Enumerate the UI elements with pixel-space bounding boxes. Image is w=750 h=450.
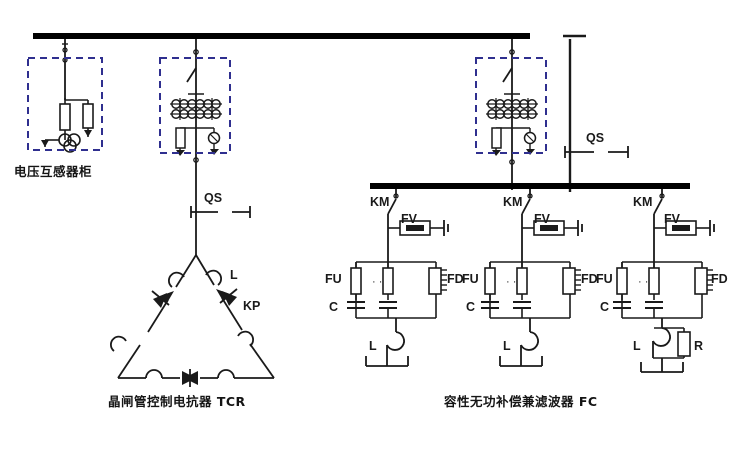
label-fu-2: FU [462, 272, 479, 286]
label-l-3: L [633, 339, 641, 353]
label-tcr-kp: KP [243, 299, 261, 313]
tcr-disconnector-qs [190, 190, 251, 255]
label-qs-fc: QS [586, 131, 605, 145]
label-l-1: L [369, 339, 377, 353]
km-contactor-3-icon [653, 198, 663, 215]
fc-neutral-2-icon [499, 356, 543, 367]
fc-resistor-3-icon [677, 328, 691, 358]
label-km-2: KM [503, 195, 523, 209]
label-km-1: KM [370, 195, 390, 209]
fc-fuse-cap-3b-icon [644, 261, 664, 318]
label-l-2: L [503, 339, 511, 353]
label-fv-3: FV [664, 212, 680, 226]
fv-arrester-2-icon [522, 220, 583, 236]
tcr-reactor-left-lower-icon [110, 335, 127, 352]
label-tcr-l: L [230, 268, 238, 282]
fc-fuse-cap-2a-icon [480, 261, 500, 309]
fc-reactor-2-icon [520, 331, 539, 351]
label-qs-tcr: QS [204, 191, 223, 205]
vt-cabinet-branch [27, 39, 103, 153]
svg-text:· ·: · · [372, 276, 382, 288]
svg-text:· ·: · · [638, 276, 648, 288]
fc-fuse-cap-1b-icon [378, 261, 398, 318]
fc-cabinet-outline [475, 57, 547, 154]
label-vt-cabinet: 电压互感器柜 [14, 164, 93, 179]
fc-neutral-1-icon [365, 356, 409, 367]
fc-reactor-1-icon [386, 331, 405, 351]
cabinet-fuse-icon [175, 127, 186, 156]
circuit-breaker-blade-icon [186, 67, 197, 83]
label-tcr-caption: 晶闸管控制电抗器 TCR [108, 394, 246, 409]
label-fv-1: FV [401, 212, 417, 226]
fc-fuse-cap-3a-icon [612, 261, 632, 309]
fc-fuse-cap-1a-icon [346, 261, 366, 309]
fc-branch-1: · · [346, 189, 449, 367]
label-fc-caption: 容性无功补偿兼滤波器 FC [444, 394, 598, 409]
tcr-delta-network [110, 254, 275, 387]
voltage-transformer-icon [41, 133, 81, 153]
label-km-3: KM [633, 195, 653, 209]
fv-arrester-1-icon [388, 220, 449, 236]
fc-branch-2: · · [480, 189, 583, 367]
fc-circuit-breaker-blade-icon [502, 67, 513, 83]
voltage-transformer-cabinet-outline [27, 57, 103, 151]
tcr-thyristor-left-icon [151, 290, 174, 308]
tcr-reactor-bottom-left-icon [145, 369, 163, 379]
tcr-switchgear-cabinet [159, 39, 231, 190]
label-fd-2: FD [581, 272, 598, 286]
fc-cabinet-fuse-icon [491, 127, 502, 156]
fv-arrester-3-icon [654, 220, 715, 236]
fc-neutral-3-icon [640, 362, 684, 373]
fc-reactor-3-icon [652, 327, 671, 347]
main-hv-busbar [33, 33, 530, 39]
fd-damping-3-icon [694, 267, 713, 295]
km-contactor-1-icon [387, 198, 397, 215]
tcr-reactor-bottom-right-icon [217, 369, 235, 379]
label-fv-2: FV [534, 212, 550, 226]
label-c-3: C [600, 300, 610, 314]
tcr-thyristor-bottom-icon [182, 369, 198, 387]
svg-text:· ·: · · [506, 276, 516, 288]
tcr-reactor-left-upper-icon [168, 271, 185, 288]
fc-feed-riser [563, 34, 586, 192]
label-r-3: R [694, 339, 704, 353]
fc-switchgear-cabinet [475, 39, 547, 190]
tcr-reactor-right-lower-icon [237, 330, 254, 347]
label-fd-1: FD [447, 272, 464, 286]
tcr-cabinet-outline [159, 57, 231, 154]
label-c-1: C [329, 300, 339, 314]
km-contactor-2-icon [521, 198, 531, 215]
label-fu-1: FU [325, 272, 342, 286]
fd-damping-1-icon [428, 267, 447, 295]
label-c-2: C [466, 300, 476, 314]
cabinet-pt-icon [207, 128, 221, 155]
fd-damping-2-icon [562, 267, 581, 295]
label-fu-3: FU [596, 272, 613, 286]
fc-fuse-cap-2b-icon [512, 261, 532, 318]
fc-busbar [370, 183, 690, 189]
fc-current-transformer-array-icon [485, 93, 539, 121]
tcr-reactor-right-upper-icon [205, 269, 222, 286]
fc-cabinet-pt-icon [523, 128, 537, 155]
fc-branch-3: · · [612, 189, 715, 373]
vt-arrester-icon [82, 103, 94, 137]
tcr-thyristor-right-icon [216, 288, 238, 306]
vt-fuse-icon [59, 97, 71, 137]
current-transformer-array-icon [169, 93, 223, 121]
label-fd-3: FD [711, 272, 728, 286]
fc-disconnector-qs [564, 146, 629, 158]
